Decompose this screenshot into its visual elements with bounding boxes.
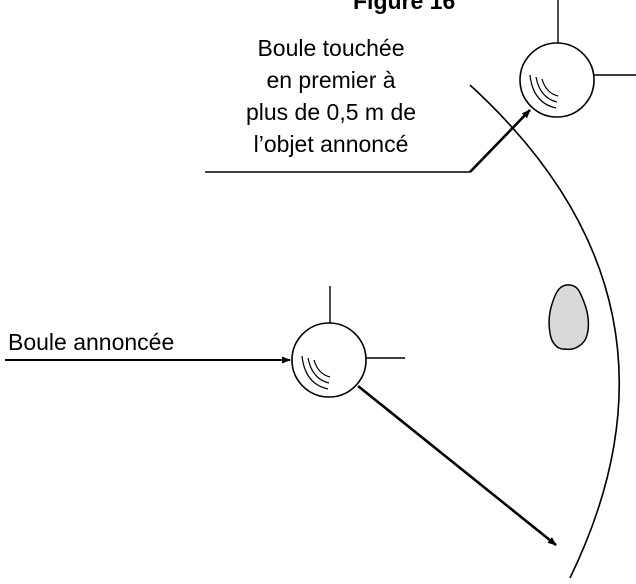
first-hit-label-line-1: Boule touchée: [257, 35, 405, 61]
first-hit-label-line-2: en premier à: [266, 67, 396, 93]
trajectory-arrow: [357, 384, 557, 547]
boundary-arc: [469, 84, 621, 579]
first-hit-label: Boule touchée en premier à plus de 0,5 m…: [196, 32, 466, 160]
first-hit-label-line-3: plus de 0,5 m de: [245, 99, 417, 125]
announced-ball: [291, 286, 405, 398]
callout-arrow: [469, 109, 531, 173]
first-hit-ball: [519, 0, 636, 118]
figure-title: Figure 16: [353, 0, 456, 14]
announced-ball-label: Boule annoncée: [8, 329, 175, 355]
first-hit-label-line-4: l’objet annoncé: [253, 131, 409, 157]
announced-object: [548, 284, 590, 351]
